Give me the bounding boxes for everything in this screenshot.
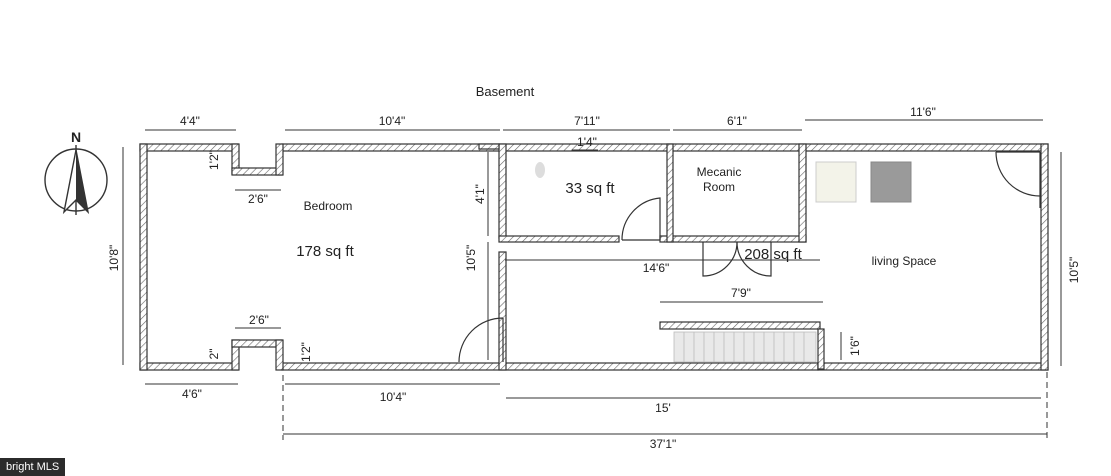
dim-total-37-1: 37'1" bbox=[650, 437, 677, 451]
living-space-label: living Space bbox=[872, 254, 937, 268]
dim-top-11-6: 11'6" bbox=[910, 105, 936, 119]
mechanic-room-label-line1: Mecanic bbox=[697, 165, 742, 179]
dim-notch-bot-2: 2" bbox=[207, 349, 221, 360]
plan-title: Basement bbox=[476, 84, 535, 99]
interior-walls bbox=[478, 143, 825, 371]
living-space-area: 208 sq ft bbox=[744, 246, 802, 263]
dim-inner-14-6: 14'6" bbox=[643, 261, 670, 275]
dim-top-7-11: 7'11" bbox=[574, 114, 600, 128]
dim-top-4-4: 4'4" bbox=[180, 114, 200, 128]
dim-right-10-5: 10'5" bbox=[1067, 257, 1081, 284]
appliances bbox=[535, 161, 912, 203]
dim-bot-15: 15' bbox=[655, 401, 671, 415]
dim-bot-4-6: 4'6" bbox=[182, 387, 202, 401]
dim-stair-1-6: 1'6" bbox=[848, 336, 862, 356]
doors bbox=[458, 151, 1041, 363]
dim-inner-4-1: 4'1" bbox=[473, 184, 487, 204]
stairs bbox=[673, 331, 817, 363]
compass-north-label: N bbox=[71, 129, 81, 145]
compass-icon: N bbox=[44, 129, 108, 215]
dimension-lines bbox=[122, 119, 1062, 440]
dim-notch-bot-1-2: 1'2" bbox=[299, 342, 313, 362]
dim-left-10-8: 10'8" bbox=[107, 245, 121, 272]
dim-top-6-1: 6'1" bbox=[727, 114, 747, 128]
outer-walls bbox=[139, 143, 1049, 371]
watermark-logo: bright MLS bbox=[0, 458, 66, 476]
dim-notch-top-2-6: 2'6" bbox=[248, 192, 268, 206]
bedroom-label: Bedroom bbox=[304, 199, 353, 213]
dim-notch-top-1-2: 1'2" bbox=[207, 150, 221, 170]
mechanic-room-label-line2: Room bbox=[703, 180, 735, 194]
dim-bot-10-4: 10'4" bbox=[380, 390, 407, 404]
bedroom-area: 178 sq ft bbox=[296, 243, 354, 260]
dim-top-10-4: 10'4" bbox=[379, 114, 406, 128]
dim-inner-10-5: 10'5" bbox=[464, 245, 478, 272]
dim-notch-bot-2-6: 2'6" bbox=[249, 313, 269, 327]
dim-stair-7-9: 7'9" bbox=[731, 286, 751, 300]
dim-inner-1-4: 1'4" bbox=[577, 135, 597, 149]
small-room-area: 33 sq ft bbox=[565, 180, 615, 197]
